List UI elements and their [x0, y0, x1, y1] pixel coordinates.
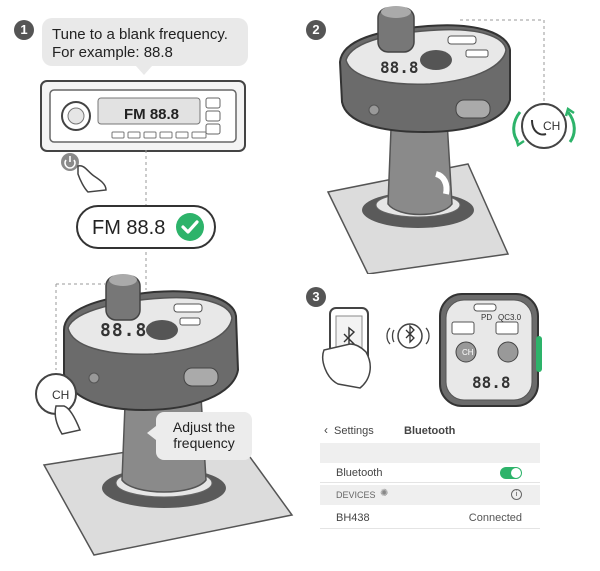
- transmitter-step2-display: 88.8: [380, 58, 419, 77]
- settings-title: Bluetooth: [404, 425, 456, 437]
- chevron-left-icon[interactable]: ‹: [324, 423, 328, 437]
- info-icon[interactable]: i: [511, 489, 522, 500]
- radio-display: FM 88.8: [124, 106, 180, 123]
- frequency-confirmation: FM 88.8: [76, 205, 216, 249]
- settings-back-link[interactable]: Settings: [334, 425, 374, 437]
- port-label-pd: PD: [481, 313, 493, 322]
- transmitter-display: 88.8: [100, 320, 148, 341]
- transmitter-front-illustration: [439, 293, 542, 407]
- device-status: Connected: [468, 512, 522, 524]
- instruction-line-1: Tune to a blank frequency.: [52, 26, 228, 43]
- ch-knob-label: CH: [543, 119, 561, 133]
- adjust-line-1: Adjust the: [172, 419, 236, 435]
- instruction-bubble: Tune to a blank frequency. For example: …: [42, 18, 248, 75]
- bluetooth-settings-panel: ‹ Settings Bluetooth Bluetooth DEVICES ✺…: [320, 419, 540, 531]
- bluetooth-toggle[interactable]: [500, 467, 522, 479]
- port-label-qc: QC3.0: [498, 313, 522, 322]
- device-row[interactable]: BH438 Connected: [320, 507, 540, 529]
- step-number-1: 1: [14, 20, 34, 40]
- step3-ch-label: CH: [462, 348, 474, 357]
- step3-display: 88.8: [472, 373, 511, 392]
- bluetooth-label: Bluetooth: [336, 467, 383, 479]
- adjust-frequency-callout: Adjust the frequency: [147, 412, 252, 460]
- step-number-3: 3: [306, 287, 326, 307]
- frequency-confirmation-label: FM 88.8: [92, 217, 166, 239]
- dashed-connector-step2: [460, 19, 545, 102]
- devices-header-row: DEVICES ✺ i: [320, 485, 540, 505]
- ch-button-label: CH: [52, 388, 70, 402]
- phone-bluetooth-illustration: [322, 307, 430, 389]
- car-radio-illustration: [40, 80, 246, 152]
- transmitter-illustration: [35, 274, 294, 556]
- instruction-line-2: For example: 88.8: [52, 44, 173, 61]
- settings-header: ‹ Settings Bluetooth: [320, 419, 540, 441]
- loading-spinner-icon: ✺: [380, 488, 389, 499]
- adjust-line-2: frequency: [173, 435, 235, 451]
- ch-knob-rotate-icon: [512, 103, 576, 149]
- dashed-connector: [145, 150, 147, 290]
- transmitter-step2-illustration: [326, 6, 511, 274]
- check-icon: [176, 213, 204, 241]
- step-number-2: 2: [306, 20, 326, 40]
- device-name: BH438: [336, 512, 370, 524]
- bluetooth-toggle-row: Bluetooth: [320, 463, 540, 483]
- settings-spacer: [320, 443, 540, 463]
- devices-header: DEVICES: [336, 490, 376, 500]
- power-button-icon: [61, 153, 107, 193]
